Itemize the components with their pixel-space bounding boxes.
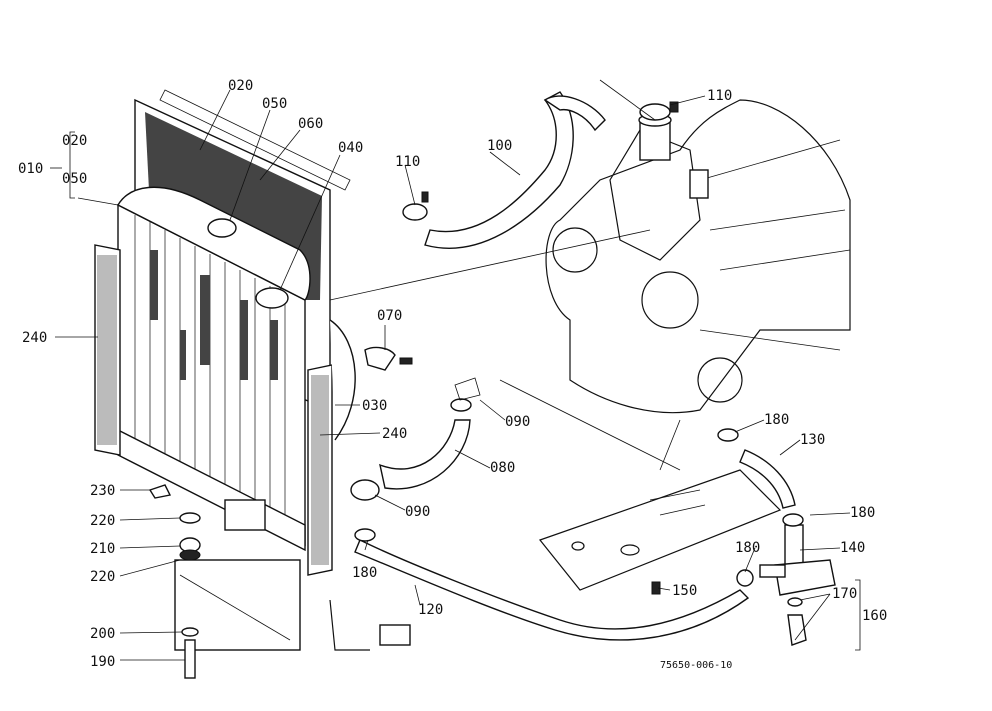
label-170: 170: [832, 586, 857, 602]
label-110-right: 110: [707, 88, 732, 104]
label-180-top: 180: [764, 412, 789, 428]
clamp-upper-left: [402, 191, 429, 221]
bottom-mount: [148, 484, 411, 679]
reserve-tank-assembly: [736, 449, 836, 646]
label-180-bottom: 180: [352, 565, 377, 581]
seal-right: [307, 364, 333, 576]
label-120: 120: [418, 602, 443, 618]
label-130: 130: [800, 432, 825, 448]
label-230: 230: [90, 483, 115, 499]
label-020: 020: [228, 78, 253, 94]
label-220-bottom: 220: [90, 569, 115, 585]
bracket-070: [364, 346, 396, 371]
label-200: 200: [90, 626, 115, 642]
label-210: 210: [90, 541, 115, 557]
label-050-group: 050: [62, 171, 87, 187]
label-190: 190: [90, 654, 115, 670]
leader-lines: [50, 79, 861, 661]
clamp-lower: [350, 479, 380, 501]
label-090-upper: 090: [505, 414, 530, 430]
label-080: 080: [490, 460, 515, 476]
label-150: 150: [672, 583, 697, 599]
label-030: 030: [362, 398, 387, 414]
mounting-plate: [539, 469, 782, 595]
engine-block: [545, 99, 851, 414]
overflow-tube: [354, 539, 750, 641]
label-240-left: 240: [22, 330, 47, 346]
label-010: 010: [18, 161, 43, 177]
label-140: 140: [840, 540, 865, 556]
fan-shroud: [329, 319, 356, 441]
drawing-number: 75650-006-10: [660, 660, 732, 671]
label-240-right: 240: [382, 426, 407, 442]
label-220-top: 220: [90, 513, 115, 529]
label-060: 060: [298, 116, 323, 132]
clamp-180-top: [717, 428, 739, 442]
clamp-upper-right: [639, 101, 679, 121]
upper-hose: [424, 91, 574, 249]
radiator-core: [117, 186, 311, 552]
label-100: 100: [487, 138, 512, 154]
label-050: 050: [262, 96, 287, 112]
seal-left: [94, 244, 121, 456]
label-180-right: 180: [850, 505, 875, 521]
label-040: 040: [338, 140, 363, 156]
label-020-group: 020: [62, 133, 87, 149]
label-180-mid: 180: [735, 540, 760, 556]
label-110-left: 110: [395, 154, 420, 170]
lower-hose: [379, 419, 471, 490]
label-090-lower: 090: [405, 504, 430, 520]
label-160: 160: [862, 608, 887, 624]
label-070: 070: [377, 308, 402, 324]
